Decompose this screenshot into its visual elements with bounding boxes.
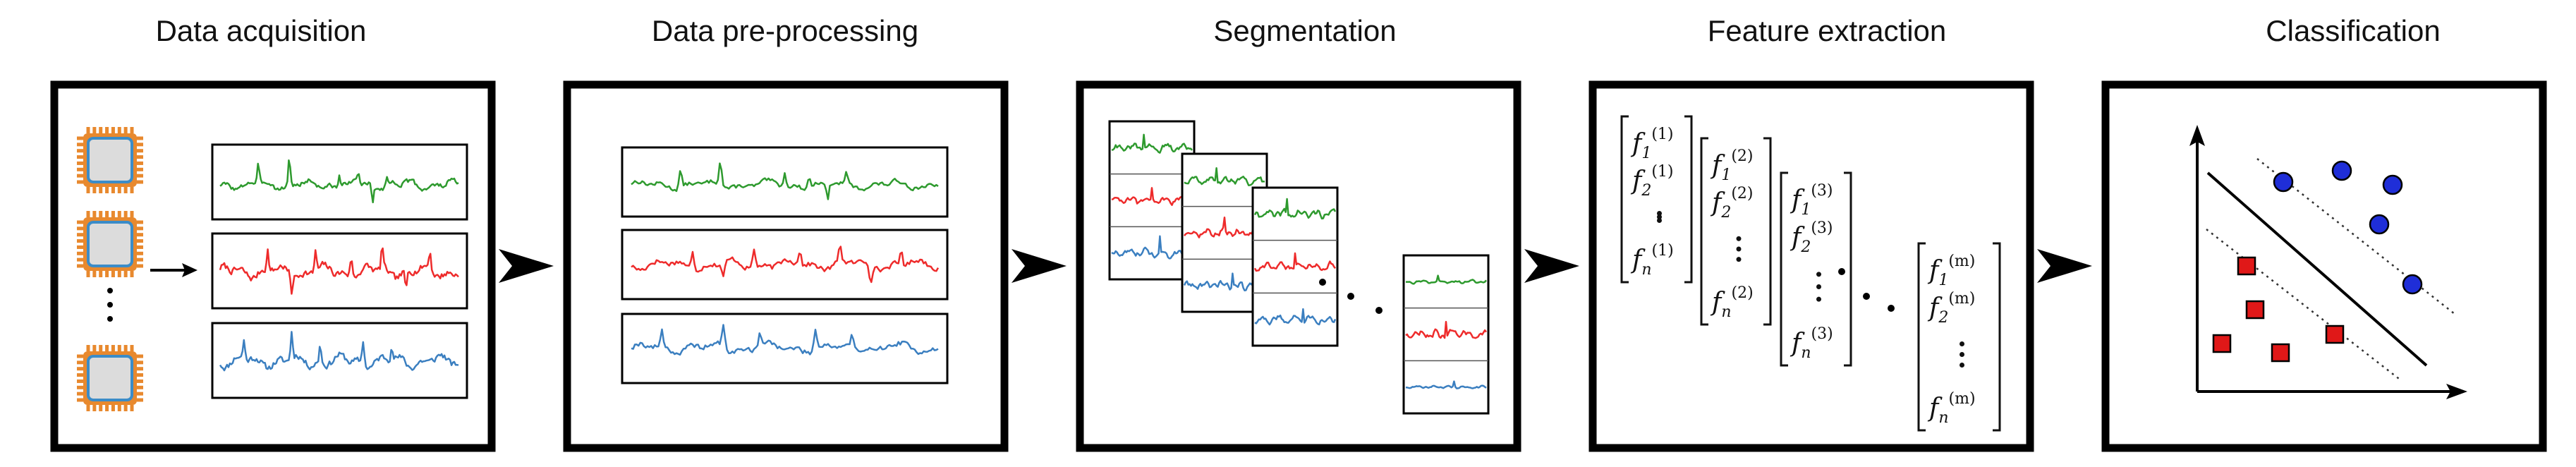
svg-text:f1(m): f1(m) [1927, 253, 1975, 289]
filtered-panel-blue [621, 313, 949, 384]
class-b-point [2271, 343, 2290, 363]
class-b-points [2212, 256, 2345, 363]
blue-signal-trace [219, 331, 459, 372]
filtered-green-trace [631, 162, 939, 200]
class-b-point [2237, 256, 2256, 276]
signal-panel-blue [211, 322, 468, 399]
svg-text:f1(2): f1(2) [1710, 147, 1754, 184]
arrow-pre-to-seg [1011, 249, 1067, 283]
title-data-acquisition: Data acquisition [156, 14, 367, 47]
stage-box-feature-extraction [1588, 80, 2034, 452]
svg-text:f2(2): f2(2) [1710, 185, 1754, 222]
svg-text:f2(1): f2(1) [1630, 163, 1674, 200]
feature-vector: f1(2)f2(2) fn(2) [1700, 137, 1772, 326]
stage-box-segmentation [1076, 80, 1521, 452]
x-axis-arrowhead [2446, 384, 2467, 399]
filtered-panel-green [621, 146, 949, 218]
svg-text:f2(3): f2(3) [1790, 219, 1833, 256]
diagonal-ellipsis [1319, 279, 1383, 314]
feature-ellipsis [1838, 268, 1895, 312]
class-b-point [2245, 300, 2265, 320]
class-a-points [2273, 160, 2423, 295]
svg-text:fn(1): fn(1) [1630, 242, 1674, 279]
signal-panel-green [211, 143, 468, 221]
decision-boundary [2206, 171, 2428, 367]
vertical-ellipsis [107, 288, 113, 322]
chip-to-signal-arrowhead [182, 263, 198, 277]
y-axis-arrowhead [2189, 125, 2205, 146]
arrow-acq-to-pre [499, 249, 554, 283]
class-a-point [2382, 174, 2403, 195]
stage-box-classification [2101, 80, 2547, 452]
svg-text:f1(3): f1(3) [1790, 182, 1833, 219]
filtered-red-trace [631, 245, 940, 284]
segment-windows [1108, 120, 1490, 415]
class-a-point [2369, 214, 2390, 235]
stage-box-acquisition [50, 80, 496, 452]
svg-text:fn(3): fn(3) [1790, 325, 1833, 362]
stage-box-preprocessing [563, 80, 1009, 452]
svg-text:f2(m): f2(m) [1927, 290, 1975, 327]
feature-vector: f1(m)f2(m) fn(m) [1917, 242, 2001, 432]
title-data-preprocessing: Data pre-processing [652, 14, 918, 47]
class-b-point [2212, 334, 2232, 353]
microchip-icon [77, 211, 143, 277]
green-signal-trace [219, 159, 459, 204]
arrow-seg-to-feat [1524, 249, 1579, 283]
class-b-point [2325, 325, 2345, 344]
margin-lower [2206, 229, 2402, 382]
feature-vector: f1(1)f2(1) fn(1) [1620, 115, 1693, 284]
red-signal-trace [219, 247, 459, 295]
segment-window [1108, 120, 1196, 281]
sensor-chips [77, 127, 143, 411]
class-a-point [2402, 274, 2423, 295]
filtered-panel-red [621, 229, 949, 301]
title-segmentation: Segmentation [1213, 14, 1396, 47]
microchip-icon [77, 345, 143, 411]
arrow-feat-to-cls [2037, 249, 2092, 283]
svg-text:fn(m): fn(m) [1927, 390, 1976, 427]
segment-window [1402, 254, 1490, 415]
scatter-plot [2189, 125, 2467, 399]
signal-panel-red [211, 232, 468, 310]
title-classification: Classification [2266, 14, 2440, 47]
svg-text:fn(2): fn(2) [1710, 284, 1754, 321]
class-a-point [2331, 160, 2352, 181]
segment-window [1251, 186, 1339, 347]
filtered-blue-trace [631, 324, 939, 356]
title-feature-extraction: Feature extraction [1708, 14, 1947, 47]
microchip-icon [77, 127, 143, 193]
feature-vectors: f1(1)f2(1) fn(1) f1(2)f2(2) fn(2) f1(3)f2(3)… [1620, 115, 2001, 432]
class-a-point [2273, 171, 2294, 193]
svg-text:f1(1): f1(1) [1630, 126, 1674, 162]
